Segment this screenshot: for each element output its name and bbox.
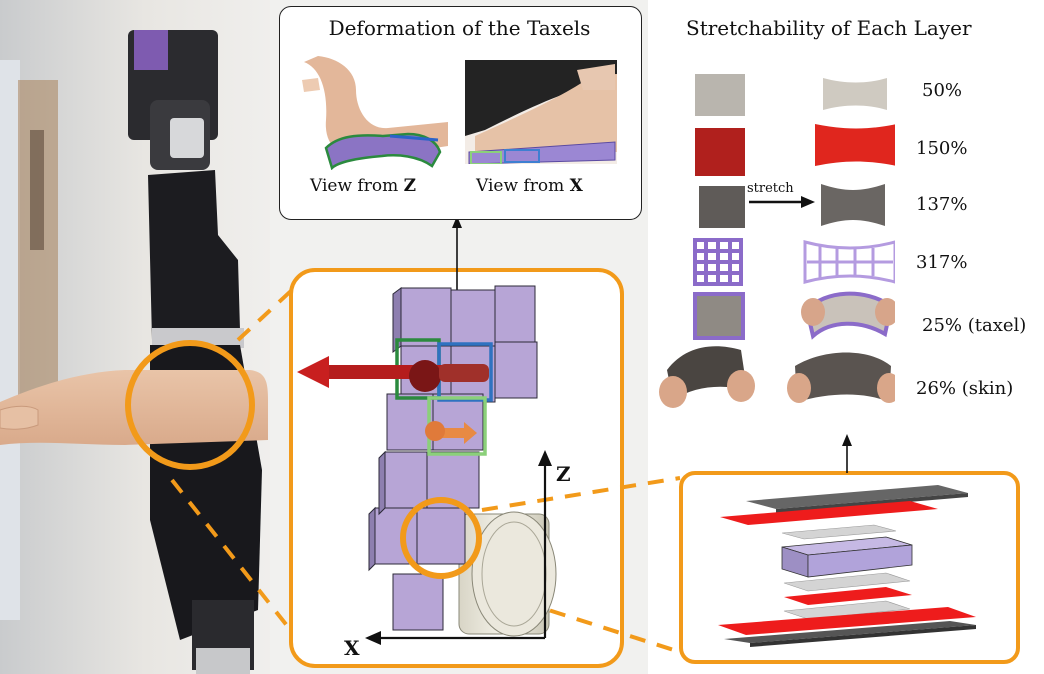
- deformation-title: Deformation of the Taxels: [328, 16, 591, 40]
- foot-view-z-image: [298, 50, 458, 170]
- foot-view-x-image: [465, 60, 617, 164]
- axis-label-z: Z: [556, 462, 571, 486]
- stretch-percent-row-5: 25% (taxel): [922, 315, 1027, 336]
- stretch-percent-row-6: 26% (skin): [916, 378, 1014, 399]
- axis-label-x: X: [344, 636, 360, 660]
- layer-stack-diagram: [718, 485, 976, 647]
- stretch-arrow-label: stretch: [747, 181, 794, 196]
- robot-arm-photo: [0, 0, 290, 674]
- stretch-samples: [659, 74, 895, 408]
- stretch-title: Stretchability of Each Layer: [686, 16, 972, 40]
- stretch-percent-row-1: 50%: [922, 80, 963, 101]
- caption-view-from-z: View from Z: [310, 176, 417, 196]
- taxel-array-render: [297, 285, 557, 645]
- stretch-percent-row-4: 317%: [916, 252, 968, 273]
- stretch-percent-row-3: 137%: [916, 194, 968, 215]
- stretch-percent-row-2: 150%: [916, 138, 968, 159]
- caption-view-from-x: View from X: [476, 176, 583, 196]
